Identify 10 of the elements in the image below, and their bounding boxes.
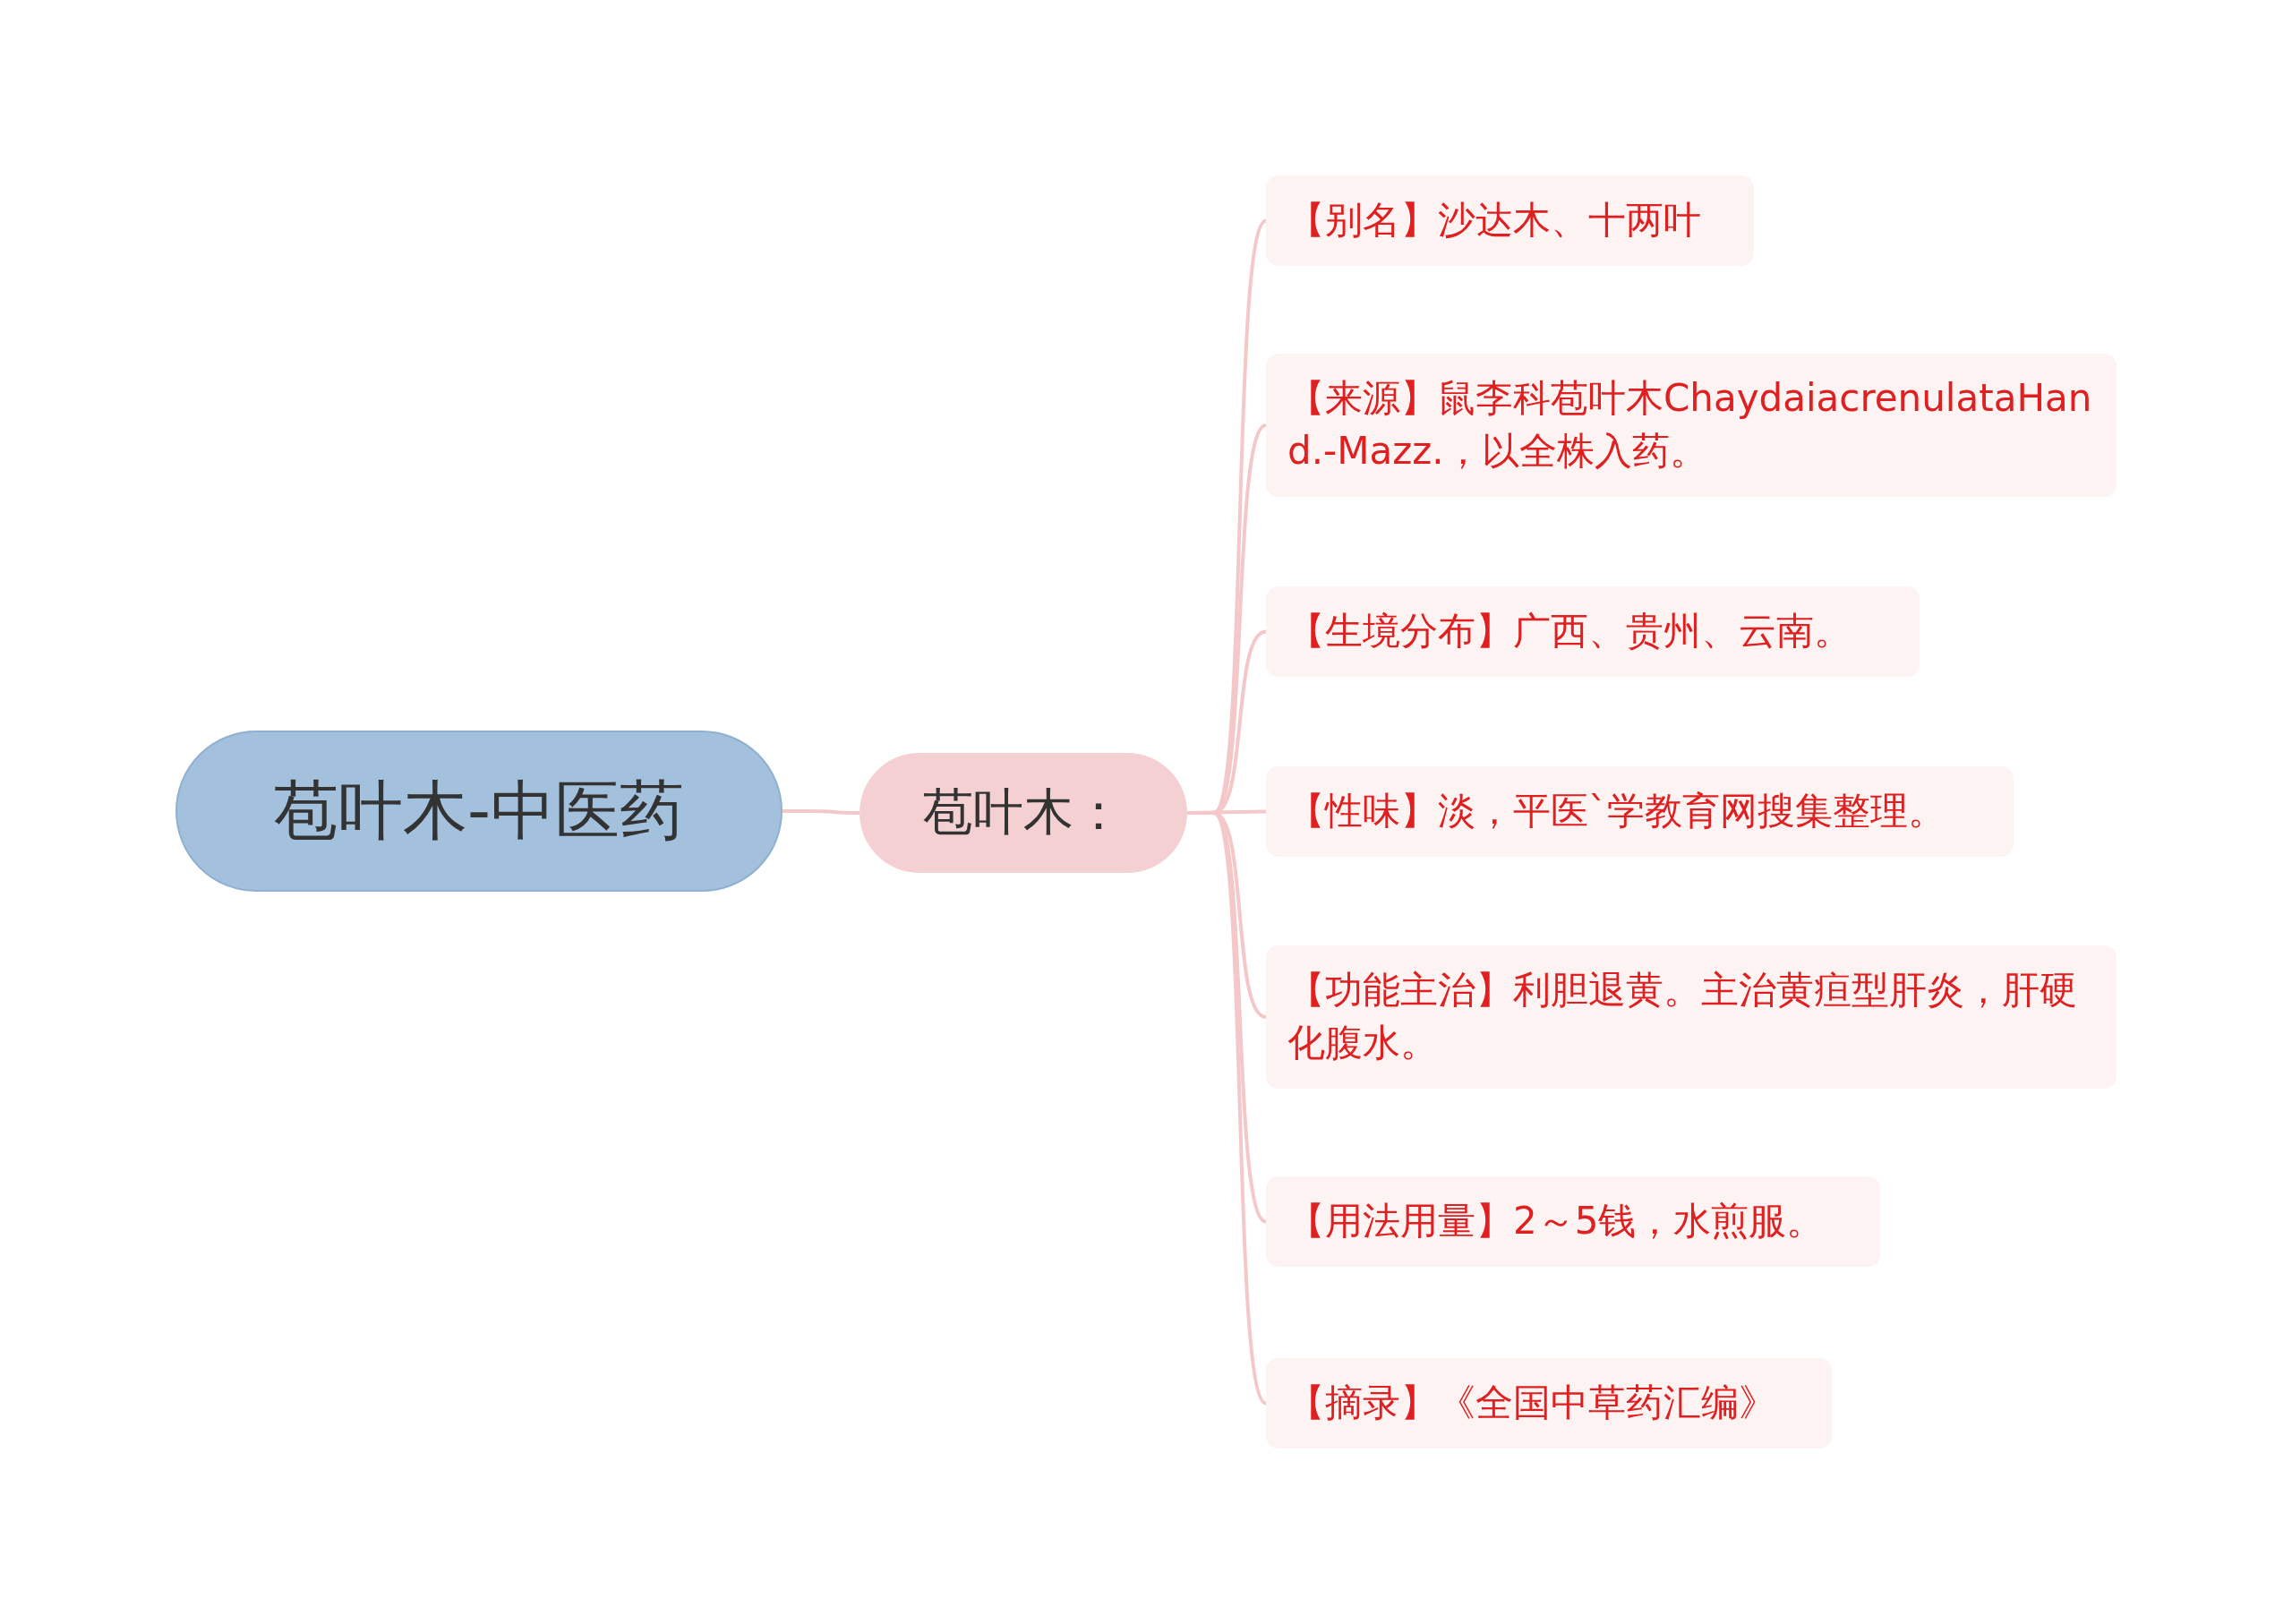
- topic-card: 【别名】沙达木、十两叶: [1266, 175, 1754, 266]
- root-topic: 苞叶木-中医药: [175, 731, 783, 892]
- topic-card: 【生境分布】广西、贵州、云南。: [1266, 586, 1920, 677]
- branch-topic: 苞叶木：: [860, 753, 1187, 873]
- topic-card: 【摘录】《全国中草药汇编》: [1266, 1358, 1832, 1449]
- topic-card: 【性味】淡，平医`学教育网搜集整理。: [1266, 766, 2014, 857]
- topic-card: 【来源】鼠李科苞叶木ChaydaiacrenulataHand.-Mazz.，以全株入药。: [1266, 354, 2117, 497]
- connector-line: [783, 809, 860, 815]
- topic-card: 【用法用量】2～5钱，水煎服。: [1266, 1176, 1880, 1267]
- topic-card: 【功能主治】利胆退黄。主治黄疸型肝炎，肝硬化腹水。: [1266, 945, 2117, 1089]
